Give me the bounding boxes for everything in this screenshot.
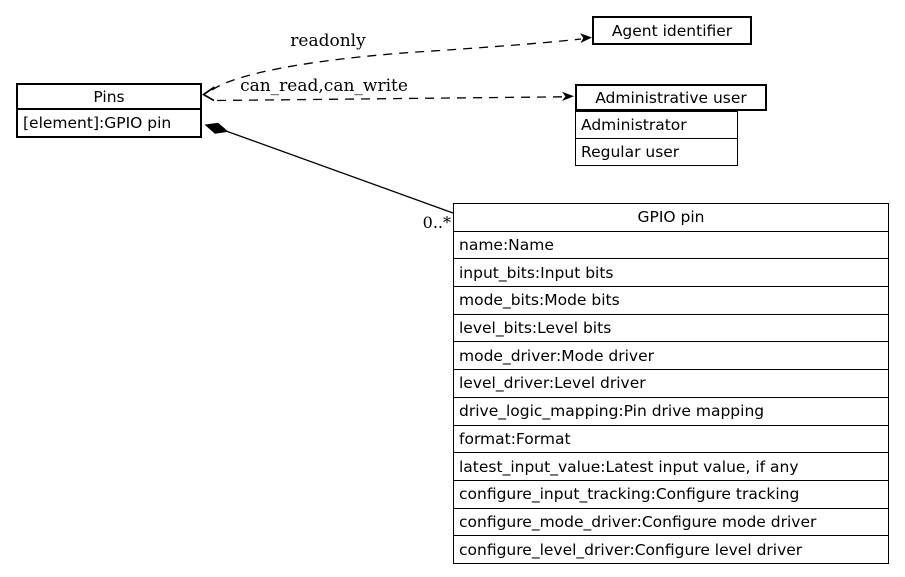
- gpio-attribute-input-bits: input_bits:Input bits: [454, 258, 888, 287]
- administrative-user-variants: Administrator Regular user: [575, 111, 738, 166]
- edge-label-readonly: readonly: [290, 31, 366, 51]
- agent-identifier-title: Agent identifier: [611, 21, 733, 40]
- edge-composition: [225, 130, 454, 214]
- administrative-user-title: Administrative user: [595, 88, 747, 107]
- gpio-attribute-level-bits: level_bits:Level bits: [454, 313, 888, 342]
- gpio-pin-title: GPIO pin: [637, 208, 705, 227]
- pins-node: Pins [element]:GPIO pin: [16, 83, 202, 138]
- pins-attribute-element: [element]:GPIO pin: [18, 110, 200, 136]
- edge-can-read-can-write: [216, 96, 565, 102]
- gpio-attribute-format: format:Format: [454, 424, 888, 453]
- pins-title: Pins: [18, 85, 200, 110]
- gpio-attribute-configure-level-driver: configure_level_driver:Configure level d…: [454, 535, 888, 563]
- variant-row-regular-user: Regular user: [576, 138, 737, 165]
- gpio-attribute-name: name:Name: [454, 230, 888, 259]
- gpio-attribute-mode-driver: mode_driver:Mode driver: [454, 341, 888, 370]
- pins-vee-arrowhead-icon: [201, 86, 215, 102]
- gpio-attribute-configure-input-tracking: configure_input_tracking:Configure track…: [454, 479, 888, 508]
- agent-identifier-node: Agent identifier: [592, 16, 752, 45]
- edge-readonly: [211, 38, 582, 91]
- edge-label-can-read-can-write: can_read,can_write: [240, 76, 408, 96]
- variant-row-administrator: Administrator: [576, 112, 737, 138]
- gpio-attribute-mode-bits: mode_bits:Mode bits: [454, 286, 888, 314]
- composition-diamond-icon: [204, 122, 229, 134]
- gpio-attribute-level-driver: level_driver:Level driver: [454, 369, 888, 397]
- admin-arrowhead-icon: [562, 91, 574, 101]
- agent-arrowhead-icon: [580, 33, 592, 43]
- gpio-pin-node: GPIO pin name:Name input_bits:Input bits…: [453, 203, 889, 564]
- gpio-attribute-drive-logic-mapping: drive_logic_mapping:Pin drive mapping: [454, 396, 888, 425]
- administrative-user-node: Administrative user: [575, 84, 767, 111]
- gpio-attribute-configure-mode-driver: configure_mode_driver:Configure mode dri…: [454, 507, 888, 536]
- gpio-attribute-latest-input-value: latest_input_value:Latest input value, i…: [454, 452, 888, 480]
- multiplicity-label: 0..*: [422, 213, 451, 232]
